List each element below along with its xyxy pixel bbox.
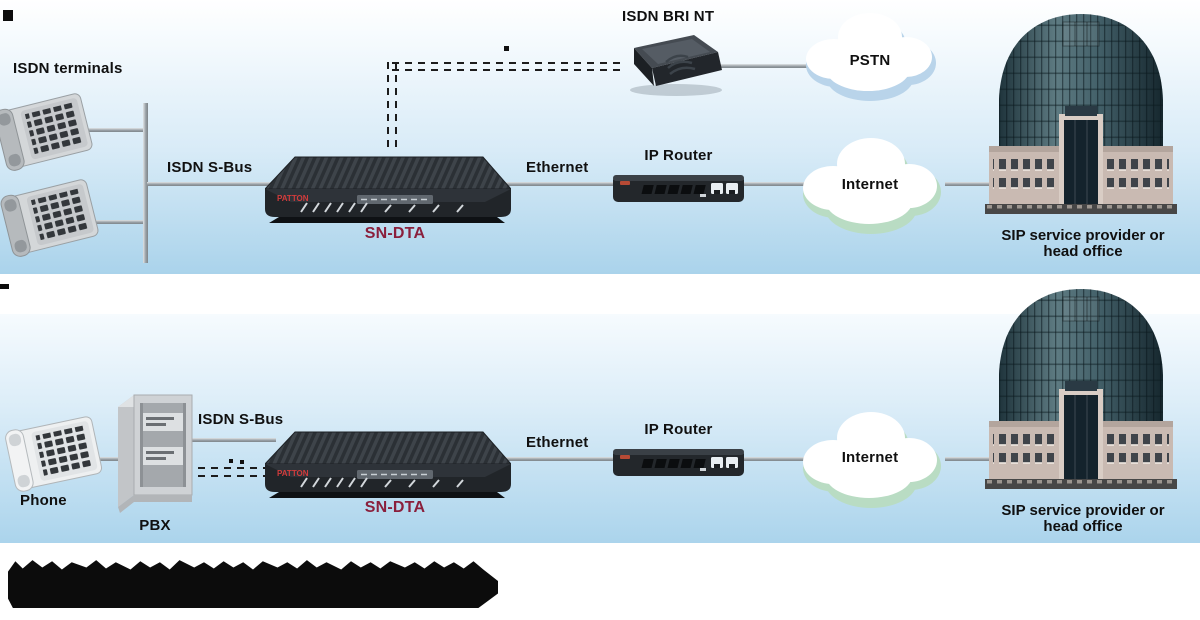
dot-marker <box>240 460 244 464</box>
phone-icon <box>5 416 103 492</box>
destination-caption: SIP service provider or head office <box>1001 227 1165 261</box>
pstn-cloud <box>806 13 936 101</box>
internet-building-wire <box>945 457 997 461</box>
pstn-label: PSTN <box>849 52 891 69</box>
dashed-link-vertical <box>387 62 389 150</box>
redacted-caption-banner <box>8 560 498 608</box>
internet-cloud <box>803 138 941 234</box>
s-bus-label: ISDN S-Bus <box>198 411 284 428</box>
dot-marker <box>229 459 233 463</box>
bri-nt-label: ISDN BRI NT <box>622 8 715 25</box>
ip-router-label: IP Router <box>644 147 713 164</box>
dashed-link-horizontal <box>198 467 272 469</box>
s-bus-label: ISDN S-Bus <box>167 159 253 176</box>
ethernet-wire <box>505 182 617 186</box>
sn-dta-device: PATTON <box>265 156 511 223</box>
internet-building-wire <box>945 182 997 186</box>
internet-label: Internet <box>841 176 899 193</box>
router-internet-wire <box>742 457 820 461</box>
phone-label: Phone <box>20 492 67 509</box>
bri-pstn-wire <box>705 64 823 68</box>
isdn-phone-icon <box>0 93 93 171</box>
office-building <box>985 289 1177 489</box>
ethernet-wire <box>505 457 617 461</box>
ip-router-device <box>613 449 744 476</box>
sn-dta-device: PATTON <box>265 431 511 498</box>
dashed-link-horizontal <box>392 69 620 71</box>
internet-label: Internet <box>841 449 899 466</box>
phone-bus-connector <box>78 128 148 132</box>
isdn-phone-icon <box>0 179 99 257</box>
dashed-link-vertical <box>395 62 397 150</box>
dot-marker <box>504 46 509 51</box>
artifact-mark <box>0 284 9 289</box>
ip-router-device <box>613 175 744 202</box>
device-brand-text: PATTON <box>277 469 309 478</box>
internet-cloud <box>803 412 941 508</box>
dashed-link-horizontal <box>392 62 624 64</box>
phone-bus-connector <box>84 220 148 224</box>
ethernet-label: Ethernet <box>526 159 589 176</box>
artifact-mark <box>3 10 13 21</box>
ethernet-label: Ethernet <box>526 434 589 451</box>
isdn-bri-nt-device <box>630 35 722 96</box>
pbx-cabinet <box>118 394 193 513</box>
destination-caption: SIP service provider or head office <box>1001 502 1165 536</box>
phone-pbx-wire <box>92 457 126 461</box>
s-bus-wire <box>192 438 276 442</box>
ip-router-label: IP Router <box>644 421 713 438</box>
pbx-label: PBX <box>139 517 171 534</box>
s-bus-vertical-line <box>143 103 148 263</box>
sn-dta-label: SN-DTA <box>364 225 426 242</box>
router-internet-wire <box>742 182 820 186</box>
isdn-terminals-label: ISDN terminals <box>13 60 123 77</box>
dashed-link-horizontal <box>198 475 272 477</box>
device-brand-text: PATTON <box>277 194 309 203</box>
office-building <box>985 14 1177 214</box>
sn-dta-label: SN-DTA <box>364 499 426 516</box>
s-bus-wire <box>147 182 273 186</box>
